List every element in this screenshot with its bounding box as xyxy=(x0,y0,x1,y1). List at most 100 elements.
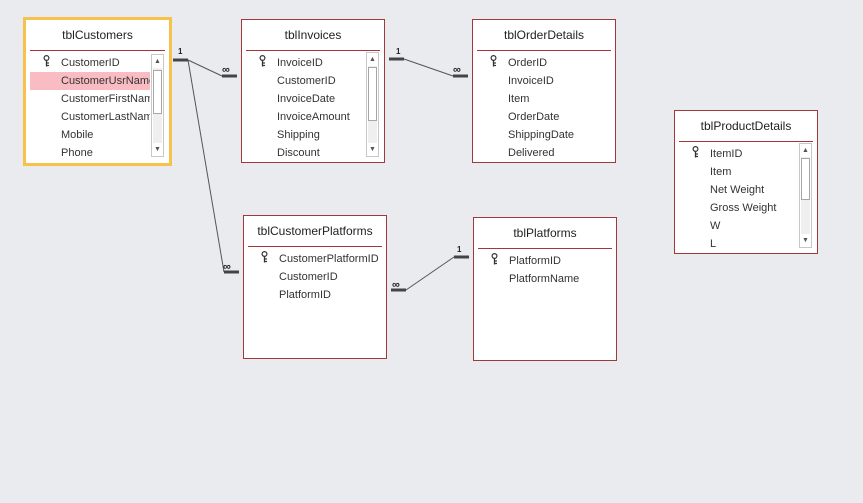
scroll-thumb[interactable] xyxy=(801,158,810,200)
field-name: Shipping xyxy=(277,129,320,141)
field-name: PlatformID xyxy=(279,289,331,301)
scroll-thumb[interactable] xyxy=(368,67,377,121)
field-row[interactable]: ItemID xyxy=(679,145,798,163)
field-name: CustomerFirstName xyxy=(61,93,150,105)
table-tblProductDetails[interactable]: tblProductDetails ItemID Item Net Weight… xyxy=(674,110,818,254)
field-list[interactable]: CustomerPlatformID CustomerID PlatformID xyxy=(248,250,382,356)
field-name: CustomerUsrName xyxy=(61,75,150,87)
field-row[interactable]: CustomerID xyxy=(248,268,382,286)
table-title[interactable]: tblProductDetails xyxy=(700,119,792,133)
field-row[interactable]: Phone xyxy=(30,144,150,161)
table-title[interactable]: tblCustomers xyxy=(62,28,133,42)
field-name: InvoiceID xyxy=(277,57,323,69)
title-divider xyxy=(246,50,380,51)
field-list[interactable]: OrderID InvoiceID Item OrderDate Shippin… xyxy=(477,54,611,160)
field-name: Phone xyxy=(61,147,93,159)
field-row[interactable]: CustomerPlatformID xyxy=(248,250,382,268)
table-tblCustomers[interactable]: tblCustomers CustomerID CustomerUsrName … xyxy=(23,17,172,166)
cardinality-many-label: ∞ xyxy=(392,279,400,291)
scroll-track[interactable] xyxy=(368,66,377,143)
field-name: ShippingDate xyxy=(508,129,575,141)
field-row[interactable]: OrderID xyxy=(477,54,611,72)
scroll-up-arrow-icon[interactable]: ▲ xyxy=(367,53,378,66)
vertical-scrollbar[interactable]: ▲ ▼ xyxy=(151,54,164,157)
field-row[interactable]: Gross Weight xyxy=(679,199,798,217)
field-row[interactable]: OrderDate xyxy=(477,108,611,126)
cardinality-one-label: 1 xyxy=(396,47,401,56)
scroll-down-arrow-icon[interactable]: ▼ xyxy=(152,143,163,156)
relationship-customers-customerplatforms[interactable] xyxy=(187,59,239,274)
field-name: InvoiceID xyxy=(508,75,554,87)
relationship-customers-invoices[interactable] xyxy=(173,58,237,78)
field-name: ItemID xyxy=(710,148,743,160)
relationship-invoices-orderdetails[interactable] xyxy=(389,57,468,78)
field-row-selected[interactable]: CustomerUsrName xyxy=(30,72,150,90)
cardinality-many-label: ∞ xyxy=(453,64,461,76)
field-name: Delivered xyxy=(508,147,555,159)
field-row[interactable]: ShippingDate xyxy=(477,126,611,144)
table-title[interactable]: tblPlatforms xyxy=(513,226,577,240)
field-row[interactable]: Item xyxy=(477,90,611,108)
field-row[interactable]: Mobile xyxy=(30,126,150,144)
title-divider xyxy=(679,141,813,142)
field-row[interactable]: Net Weight xyxy=(679,181,798,199)
key-icon xyxy=(490,54,497,72)
table-tblOrderDetails[interactable]: tblOrderDetails OrderID InvoiceID Item O… xyxy=(472,19,616,163)
field-row[interactable]: Shipping xyxy=(246,126,365,144)
field-name: Gross Weight xyxy=(710,202,777,214)
field-name: OrderDate xyxy=(508,111,560,123)
title-divider xyxy=(477,50,611,51)
field-name: Mobile xyxy=(61,129,94,141)
field-name: W xyxy=(710,220,721,232)
field-row[interactable]: L xyxy=(679,235,798,251)
field-list[interactable]: PlatformID PlatformName xyxy=(478,252,612,358)
field-row[interactable]: Discount xyxy=(246,144,365,160)
field-name: CustomerID xyxy=(277,75,336,87)
scroll-down-arrow-icon[interactable]: ▼ xyxy=(367,143,378,156)
field-row[interactable]: CustomerFirstName xyxy=(30,90,150,108)
scroll-track[interactable] xyxy=(153,68,162,143)
field-name: CustomerID xyxy=(61,57,120,69)
field-row[interactable]: Item xyxy=(679,163,798,181)
scroll-track[interactable] xyxy=(801,157,810,234)
field-list[interactable]: CustomerID CustomerUsrName CustomerFirst… xyxy=(30,54,150,161)
key-icon xyxy=(43,54,50,72)
field-name: InvoiceDate xyxy=(277,93,336,105)
field-name: PlatformID xyxy=(509,255,561,267)
field-name: CustomerPlatformID xyxy=(279,253,379,265)
field-row[interactable]: PlatformID xyxy=(478,252,612,270)
field-row[interactable]: CustomerID xyxy=(30,54,150,72)
key-icon xyxy=(692,145,699,163)
table-tblInvoices[interactable]: tblInvoices InvoiceID CustomerID Invoice… xyxy=(241,19,385,163)
field-row[interactable]: InvoiceID xyxy=(477,72,611,90)
field-row[interactable]: CustomerID xyxy=(246,72,365,90)
key-icon xyxy=(491,252,498,270)
table-tblPlatforms[interactable]: tblPlatforms PlatformID PlatformName xyxy=(473,217,617,361)
scroll-down-arrow-icon[interactable]: ▼ xyxy=(800,234,811,247)
table-title[interactable]: tblOrderDetails xyxy=(503,28,585,42)
scroll-thumb[interactable] xyxy=(153,70,162,114)
field-row[interactable]: PlatformName xyxy=(478,270,612,288)
field-row[interactable]: PlatformID xyxy=(248,286,382,304)
field-row[interactable]: CustomerLastName xyxy=(30,108,150,126)
field-list[interactable]: InvoiceID CustomerID InvoiceDate Invoice… xyxy=(246,54,365,160)
key-icon xyxy=(261,250,268,268)
field-row[interactable]: InvoiceAmount xyxy=(246,108,365,126)
table-tblCustomerPlatforms[interactable]: tblCustomerPlatforms CustomerPlatformID … xyxy=(243,215,387,359)
vertical-scrollbar[interactable]: ▲ ▼ xyxy=(366,52,379,157)
table-title[interactable]: tblInvoices xyxy=(284,28,342,42)
field-name: InvoiceAmount xyxy=(277,111,350,123)
relationship-platforms-customerplatforms[interactable] xyxy=(391,255,469,292)
field-row[interactable]: InvoiceID xyxy=(246,54,365,72)
field-list[interactable]: ItemID Item Net Weight Gross Weight W L xyxy=(679,145,798,251)
cardinality-one-label: 1 xyxy=(178,47,183,56)
title-divider xyxy=(30,50,165,51)
scroll-up-arrow-icon[interactable]: ▲ xyxy=(152,55,163,68)
table-title[interactable]: tblCustomerPlatforms xyxy=(257,224,373,238)
field-row[interactable]: InvoiceDate xyxy=(246,90,365,108)
scroll-up-arrow-icon[interactable]: ▲ xyxy=(800,144,811,157)
field-row[interactable]: W xyxy=(679,217,798,235)
field-row[interactable]: Delivered xyxy=(477,144,611,160)
vertical-scrollbar[interactable]: ▲ ▼ xyxy=(799,143,812,248)
